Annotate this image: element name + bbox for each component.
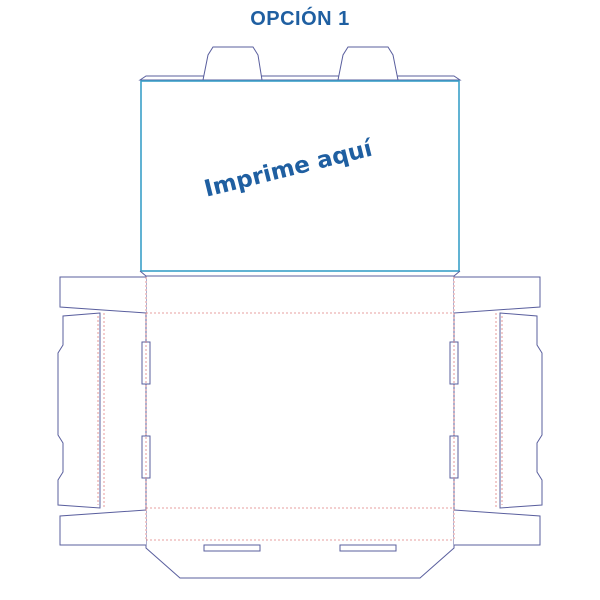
option-title: OPCIÓN 1 <box>250 8 350 30</box>
right-top-flap <box>453 276 541 314</box>
slot-bottom-right <box>339 544 397 552</box>
left-top-flap <box>59 276 147 314</box>
slot-bottom-left <box>203 544 261 552</box>
right-bottom-flap <box>453 509 541 546</box>
print-area-panel <box>140 80 460 272</box>
lid-bottom-edge <box>139 270 461 277</box>
left-bottom-flap <box>59 509 147 546</box>
lock-tab-right <box>337 46 399 81</box>
lid-flap-strip <box>138 75 462 81</box>
base-outline <box>145 276 455 579</box>
lock-tab-left <box>202 46 263 81</box>
left-side-panel <box>57 312 101 509</box>
right-side-panel <box>499 312 543 509</box>
fold-lines <box>97 277 503 541</box>
